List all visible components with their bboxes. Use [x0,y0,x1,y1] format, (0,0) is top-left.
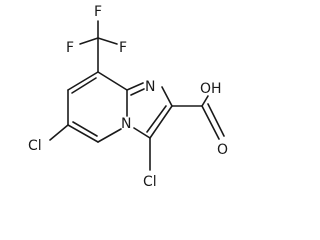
bond-c-o-double-a [201,105,220,140]
atom-n-bridgehead: N [121,116,131,132]
bonds [49,20,225,171]
atom-f-top: F [94,4,102,20]
atom-f-left: F [66,40,74,56]
bond-c6-c5 [67,124,99,143]
bond-c-o-double-b [207,103,225,137]
atom-o-carbonyl: O [217,142,228,158]
bond-c8a-c8 [97,71,128,91]
molecule-diagram: F F F N N OH O Cl Cl [28,4,228,190]
chemical-structure-canvas: F F F N N OH O Cl Cl [28,4,228,190]
bond-c6-cl [49,124,69,141]
atom-cl-pyridine: Cl [28,138,42,154]
bond-c3-n4 [133,127,151,139]
bond-c2-c3-inner [146,105,167,133]
bond-c8a-n1 [126,82,144,91]
bond-n1-c2 [161,86,173,107]
bond-c6-c5-inner [72,121,98,137]
atom-oh: OH [200,81,222,97]
bond-c2-c3 [149,105,173,139]
bond-c8a-n1-inner [130,88,145,96]
atom-cl-imidazole: Cl [143,174,157,190]
bond-c-oh [201,95,209,107]
bond-c8-c7-inner [71,77,97,94]
bond-c-f-right [97,37,118,45]
bond-c8-c7 [67,71,99,91]
atom-n-imidazole: N [145,79,155,95]
bond-c5-n4 [97,128,122,143]
atom-f-right: F [119,40,127,56]
bond-c-f-left [79,37,99,45]
atom-labels: F F F N N OH O Cl Cl [28,4,228,190]
